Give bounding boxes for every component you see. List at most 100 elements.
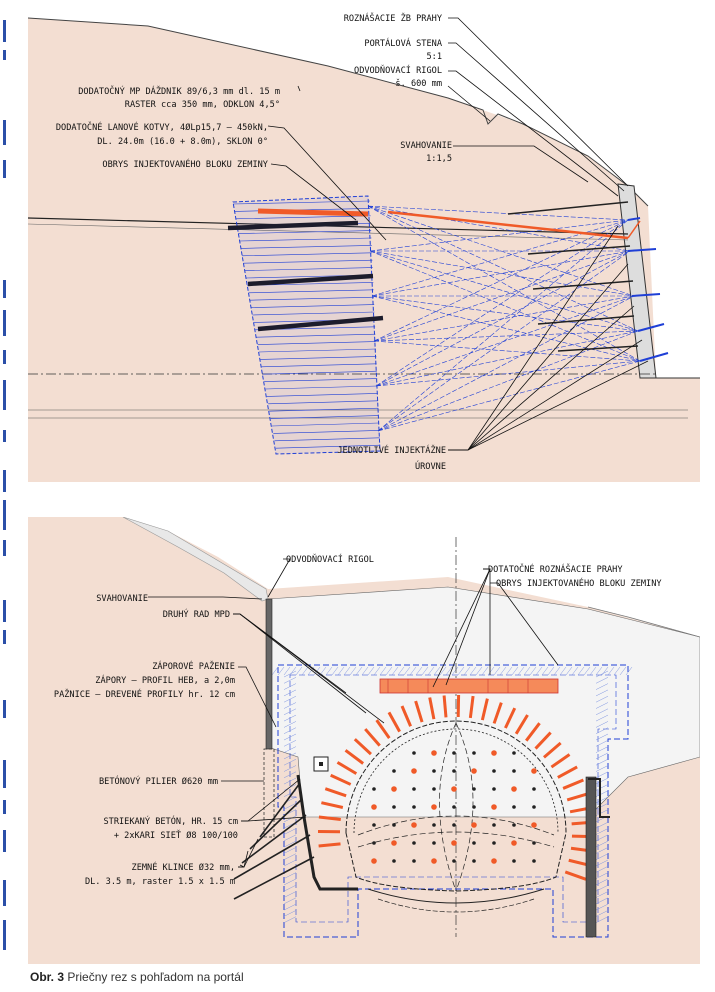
umbrella-pipe [330, 773, 352, 786]
umbrella-pipe [525, 722, 541, 742]
label-slope-ratio: 1:1,5 [426, 154, 452, 164]
grid-point [532, 841, 536, 845]
grout-fan-line [373, 340, 641, 362]
bottom-section-svg: ODVODŇOVACÍ RIGOL SVAHOVANIE DRUHÝ RAD M… [28, 516, 701, 938]
grid-point [512, 769, 516, 773]
hatch-line [595, 847, 609, 854]
grid-point [391, 840, 397, 846]
hatch-line [283, 702, 297, 709]
grid-point [432, 787, 436, 791]
grid-point [392, 823, 396, 827]
hatch-line [373, 666, 381, 676]
hatch-line [595, 765, 609, 772]
hatch-line [242, 252, 373, 257]
grid-point [471, 768, 477, 774]
grid-point [412, 859, 416, 863]
hatch-line [403, 666, 411, 676]
hatch-line [283, 677, 297, 684]
label-pier: BETÓNOVÝ PILIER Ø620 mm [99, 775, 218, 787]
hatch-line [243, 259, 373, 264]
hatch-line [331, 666, 339, 676]
hatch-line [529, 666, 537, 676]
grid-point [532, 805, 536, 809]
figure-caption-text: Priečny rez s pohľadom na portál [64, 970, 244, 984]
hatch-line [265, 385, 378, 390]
grid-point [472, 859, 476, 863]
hatch-line [577, 666, 585, 676]
grid-point [391, 786, 397, 792]
grid-point [531, 768, 537, 774]
frame-beam-stripes [387, 679, 529, 693]
hatch-line [283, 878, 297, 886]
hatch-line [273, 430, 380, 434]
hatch-line [439, 666, 447, 676]
hatch-line [283, 803, 297, 810]
umbrella-pipe [468, 695, 475, 719]
grid-point [511, 840, 517, 846]
label-second-row: DRUHÝ RAD MPD [163, 608, 230, 620]
hatch-line [343, 666, 351, 676]
grid-point [532, 859, 536, 863]
grid-point [492, 769, 496, 773]
grid-point [491, 804, 497, 810]
label-nails-1: ZEMNÉ KLINCE Ø32 mm, [132, 861, 235, 873]
grid-point [432, 841, 436, 845]
hatch-line [595, 758, 609, 766]
umbrella-pipe [550, 753, 571, 769]
shotcrete-face-right [588, 778, 610, 818]
hatch-line [595, 777, 609, 785]
hatch-line [595, 740, 609, 747]
hatch-line [595, 903, 609, 911]
hatch-line [283, 733, 297, 741]
grout-fan-line [371, 219, 629, 297]
hatch-line [283, 771, 297, 779]
umbrella-pipe [336, 761, 358, 775]
hatch-line [283, 740, 297, 747]
label-nails-2: DL. 3.5 m, raster 1.5 x 1.5 m [85, 877, 235, 887]
hatch-line [595, 884, 609, 892]
hatch-line [595, 796, 609, 804]
grid-point [472, 841, 476, 845]
hatch-line [283, 872, 297, 879]
hatch-line [505, 666, 513, 676]
hatch-line [487, 666, 495, 676]
hatch-line [595, 670, 609, 678]
hatch-line [595, 834, 609, 842]
grout-fan-line [377, 330, 639, 432]
hatch-line [583, 666, 591, 676]
hatch-line [397, 666, 405, 676]
hatch-line [240, 245, 372, 249]
hatch-line [235, 215, 371, 220]
hatch-line [283, 828, 297, 835]
grid-point [452, 859, 456, 863]
hatch-line [257, 341, 376, 345]
umbrella-pipe [344, 749, 365, 765]
sky-area [28, 6, 700, 378]
hatch-line [270, 415, 379, 419]
hatch-line [559, 666, 567, 676]
hatch-line [391, 666, 399, 676]
grout-fan-line [373, 295, 635, 342]
hatch-line [595, 803, 609, 810]
hatch-line [283, 689, 297, 697]
hatch-line [595, 821, 609, 829]
label-sheeting-2: ZÁPORY – PROFIL HEB, a 2,0m [95, 674, 235, 686]
grid-point [472, 805, 476, 809]
hatch-line [283, 884, 297, 892]
umbrella-pipe [387, 711, 401, 733]
grid-point [452, 751, 456, 755]
grid-point [511, 786, 517, 792]
grid-point [411, 822, 417, 828]
hatch-line [301, 666, 309, 676]
umbrella-pipe [414, 700, 424, 723]
grout-fan-line [371, 295, 639, 332]
hatch-line [595, 891, 609, 898]
grid-point [412, 805, 416, 809]
hatch-line [475, 666, 483, 676]
hatch-line [553, 666, 561, 676]
grid-point [392, 805, 396, 809]
excavated-area [28, 517, 700, 637]
umbrella-pipe [375, 719, 391, 739]
hatch-line [595, 910, 609, 917]
label-block-outline: OBRYS INJEKTOVANÉHO BLOKU ZEMINY [102, 158, 268, 170]
